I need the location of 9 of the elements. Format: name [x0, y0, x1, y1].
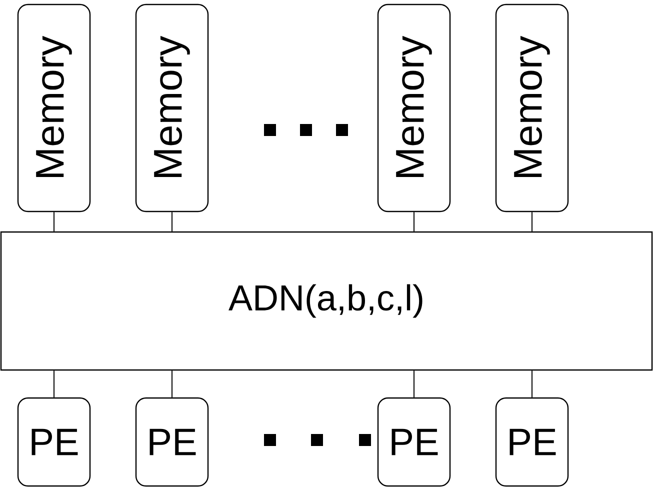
- memory-box: Memory: [135, 4, 209, 212]
- memory-box: Memory: [17, 4, 91, 212]
- memory-box: Memory: [377, 4, 451, 212]
- pe-box: PE: [17, 397, 91, 487]
- pe-box: PE: [495, 397, 569, 487]
- memory-box: Memory: [495, 4, 569, 212]
- pe-box: PE: [377, 397, 451, 487]
- pe-box: PE: [135, 397, 209, 487]
- network-box: ADN(a,b,c,l): [0, 231, 653, 371]
